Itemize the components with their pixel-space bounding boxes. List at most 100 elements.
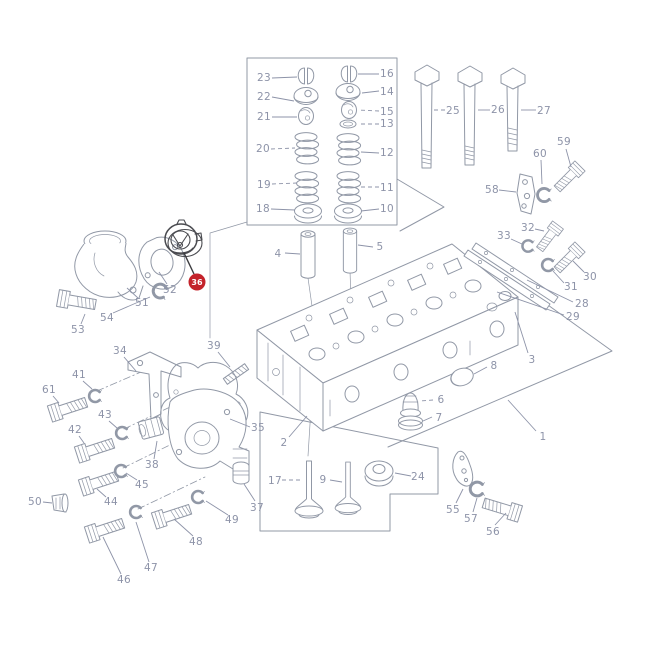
highlight-badge-number: 36 <box>191 278 203 287</box>
valve-guides <box>300 227 358 279</box>
leader-line-57 <box>472 497 478 513</box>
valve-parts-box <box>209 57 445 339</box>
callout-28: 28 <box>575 298 589 310</box>
leader-line-24 <box>394 472 412 477</box>
callout-16: 16 <box>380 68 394 80</box>
leader-line-56 <box>494 512 507 526</box>
callout-4: 4 <box>275 248 282 260</box>
callout-53: 53 <box>71 324 85 336</box>
callout-19: 19 <box>257 179 271 191</box>
leader-line-5 <box>357 244 374 248</box>
callout-20: 20 <box>256 143 270 155</box>
bolt-30 <box>551 241 586 276</box>
leader-line-47 <box>135 521 150 563</box>
washer-45 <box>113 463 129 479</box>
callout-11: 11 <box>380 182 394 194</box>
callout-14: 14 <box>380 86 394 98</box>
cylinder-head <box>256 243 519 432</box>
valve-17 <box>294 460 324 519</box>
callout-23: 23 <box>257 72 271 84</box>
callout-57: 57 <box>464 513 478 525</box>
projection-chevron <box>396 178 445 232</box>
fitting-38 <box>137 416 165 440</box>
callout-44: 44 <box>104 496 118 508</box>
leader-line-6 <box>419 399 434 402</box>
leader-line-20 <box>270 147 296 150</box>
callout-18: 18 <box>256 203 270 215</box>
callout-46: 46 <box>117 574 131 586</box>
callout-33: 33 <box>497 230 511 242</box>
callout-1: 1 <box>540 431 547 443</box>
callout-61: 61 <box>42 384 56 396</box>
leader-line-51 <box>126 287 139 299</box>
bolt-26 <box>457 65 483 166</box>
bolt-44 <box>77 467 121 497</box>
leader-line-14 <box>361 90 380 94</box>
bracket-34 <box>127 351 182 420</box>
leader-line-29 <box>496 291 565 316</box>
head-bolts <box>414 64 526 169</box>
leader-line-45 <box>125 472 138 481</box>
washer-43 <box>114 425 130 441</box>
plug-8 <box>450 367 474 387</box>
leader-line-61 <box>52 395 60 404</box>
leader-line-34 <box>123 356 137 372</box>
seal-washer-24 <box>364 460 394 487</box>
callout-55: 55 <box>446 504 460 516</box>
bolt-46 <box>83 514 127 544</box>
washer-49 <box>190 489 206 505</box>
leader-line-48 <box>173 518 194 537</box>
pump-body <box>167 388 250 470</box>
leader-line-2 <box>288 415 308 438</box>
callout-8: 8 <box>491 360 498 372</box>
thermostat-36 <box>164 219 203 258</box>
callout-12: 12 <box>380 147 394 159</box>
leader-line-59 <box>565 148 572 168</box>
bracket-55 <box>452 450 474 487</box>
callout-52: 52 <box>163 284 177 296</box>
projection-drop-line <box>209 221 248 339</box>
washer-41 <box>87 388 103 404</box>
leader-line-12 <box>360 151 380 154</box>
callout-48: 48 <box>189 536 203 548</box>
leader-line-46 <box>102 536 122 575</box>
leader-line-43 <box>108 420 118 429</box>
callout-37: 37 <box>250 502 264 514</box>
callout-13: 13 <box>380 118 394 130</box>
callout-60: 60 <box>533 148 547 160</box>
spring-seat-washers <box>294 203 362 224</box>
callout-58: 58 <box>485 184 499 196</box>
bracket-58 <box>516 173 536 215</box>
callout-50: 50 <box>28 496 42 508</box>
callout-26: 26 <box>491 104 505 116</box>
leader-line-23 <box>271 76 298 79</box>
washer-47 <box>128 504 144 520</box>
gasket-strips-28-29 <box>463 242 559 311</box>
callout-2: 2 <box>281 437 288 449</box>
callout-17: 17 <box>268 475 282 487</box>
leader-line-32 <box>534 228 545 232</box>
leader-line-9 <box>329 479 343 483</box>
callout-59: 59 <box>557 136 571 148</box>
bolt-59 <box>551 160 586 195</box>
leader-line-10 <box>360 208 380 212</box>
leader-line-55 <box>455 488 464 504</box>
callout-10: 10 <box>380 203 394 215</box>
callout-39: 39 <box>207 340 221 352</box>
callout-42: 42 <box>68 424 82 436</box>
callout-7: 7 <box>436 412 443 424</box>
bolt-53 <box>56 289 98 314</box>
callout-56: 56 <box>486 526 500 538</box>
lower-valves-box <box>259 411 439 532</box>
leader-line-44 <box>96 488 107 498</box>
callout-45: 45 <box>135 479 149 491</box>
leader-line-53 <box>80 313 86 325</box>
callout-54: 54 <box>100 312 114 324</box>
valve-collets <box>297 65 358 85</box>
bolt-61 <box>46 393 90 423</box>
leader-line-22 <box>271 96 295 102</box>
lock-washer-60 <box>536 186 553 204</box>
callout-38: 38 <box>145 459 159 471</box>
